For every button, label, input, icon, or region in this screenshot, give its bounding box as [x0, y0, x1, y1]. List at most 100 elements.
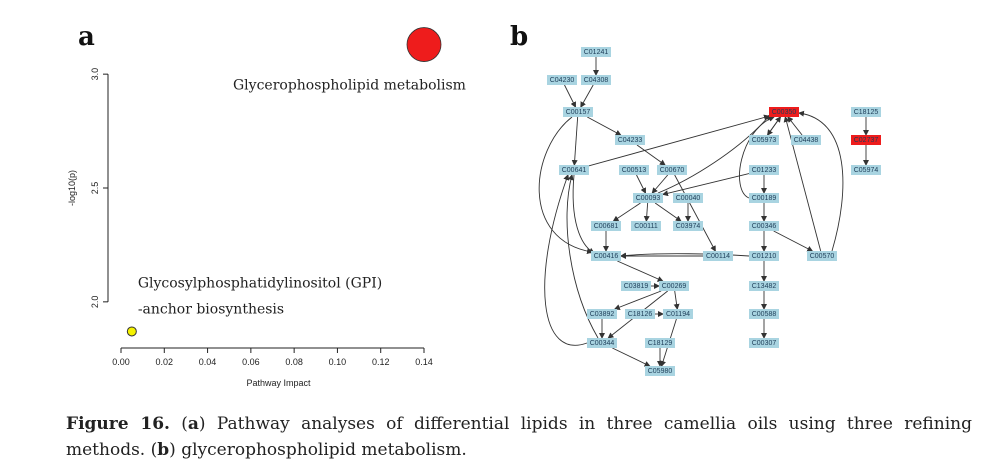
node-box — [587, 309, 617, 319]
network-edge-curved — [566, 174, 599, 339]
node-box — [625, 309, 655, 319]
node-label: C03974 — [676, 223, 701, 230]
x-axis-title: Pathway Impact — [246, 378, 311, 388]
point-label: -anchor biosynthesis — [138, 301, 284, 317]
node-box — [581, 75, 611, 85]
node-box — [791, 135, 821, 145]
network-edge — [612, 202, 641, 222]
compound-node-c13482: C13482 — [749, 281, 779, 291]
x-tick-label: 0.00 — [112, 357, 130, 367]
compound-node-c18126: C18126 — [625, 309, 655, 319]
network-edge — [571, 116, 579, 166]
compound-node-c00040: C00040 — [673, 193, 703, 203]
compound-node-c18125: C18125 — [851, 107, 881, 117]
node-box — [749, 165, 779, 175]
node-label: C00157 — [566, 109, 591, 116]
node-box — [749, 309, 779, 319]
node-box — [769, 107, 799, 117]
network-edge — [613, 290, 662, 310]
network-edge — [564, 84, 576, 108]
compound-node-c00344: C00344 — [587, 338, 617, 348]
node-box — [807, 251, 837, 261]
node-label: C00307 — [752, 340, 777, 347]
network-edge-curved — [798, 110, 844, 252]
x-tick-label: 0.04 — [199, 357, 217, 367]
compound-node-c05973: C05973 — [749, 135, 779, 145]
node-box — [615, 135, 645, 145]
node-label: C00416 — [594, 253, 619, 260]
node-box — [673, 193, 703, 203]
node-box — [657, 165, 687, 175]
network-edge — [636, 144, 666, 166]
compound-node-c01210: C01210 — [749, 251, 779, 261]
compound-node-c00670: C00670 — [657, 165, 687, 175]
compound-node-c00111: C00111 — [631, 221, 661, 231]
network-edge — [643, 202, 650, 222]
node-label: C02737 — [854, 137, 879, 144]
compound-node-c00093: C00093 — [633, 193, 663, 203]
node-box — [581, 47, 611, 57]
node-label: C00189 — [752, 195, 777, 202]
node-label: C05973 — [752, 137, 777, 144]
panel-b-letter: b — [510, 22, 529, 52]
node-label: C04230 — [550, 77, 575, 84]
network-edge-curved — [538, 116, 593, 255]
x-tick-label: 0.02 — [156, 357, 174, 367]
compound-node-c03819: C03819 — [621, 281, 651, 291]
point-label: Glycerophospholipid metabolism — [233, 78, 466, 94]
node-box — [749, 338, 779, 348]
node-box — [563, 107, 593, 117]
node-label: C18125 — [854, 109, 879, 116]
node-box — [633, 193, 663, 203]
node-box — [749, 193, 779, 203]
compound-node-c00114: C00114 — [703, 251, 733, 261]
network-edge — [612, 347, 651, 367]
node-box — [749, 281, 779, 291]
node-box — [659, 281, 689, 291]
node-label: C13482 — [752, 283, 777, 290]
node-box — [547, 75, 577, 85]
network-edge — [662, 173, 750, 197]
compound-node-c00641: C00641 — [559, 165, 589, 175]
node-box — [851, 165, 881, 175]
node-box — [663, 309, 693, 319]
y-tick-label: 2.0 — [90, 296, 100, 309]
node-label: C00641 — [562, 167, 587, 174]
network-edge-curved — [620, 252, 750, 259]
node-label: C04438 — [794, 137, 819, 144]
node-label: C01241 — [584, 49, 609, 56]
node-label: C00670 — [660, 167, 685, 174]
node-label: C00111 — [634, 223, 658, 230]
node-label: C04308 — [584, 77, 609, 84]
network-edge — [787, 116, 803, 136]
node-box — [749, 251, 779, 261]
node-label: C18129 — [648, 340, 673, 347]
network-edge-curved — [739, 115, 775, 199]
compound-node-c02737: C02737 — [851, 135, 881, 145]
point-label: Glycosylphosphatidylinositol (GPI) — [138, 275, 382, 291]
node-box — [749, 135, 779, 145]
compound-node-c00681: C00681 — [591, 221, 621, 231]
node-box — [851, 107, 881, 117]
node-box — [703, 251, 733, 261]
compound-node-c01233: C01233 — [749, 165, 779, 175]
network-edge — [673, 290, 680, 310]
compound-node-c18129: C18129 — [645, 338, 675, 348]
network-edge — [587, 116, 622, 136]
caption-part-a-text: Pathway analyses of differential lipids … — [66, 414, 972, 460]
compound-node-c00513: C00513 — [619, 165, 649, 175]
figure-caption: Figure 16. (a) Pathway analyses of diffe… — [66, 414, 972, 460]
gpi-anchor-point — [126, 326, 137, 337]
node-label: C05980 — [648, 368, 673, 375]
node-label: C00040 — [676, 195, 701, 202]
node-label: C00513 — [622, 167, 647, 174]
node-label: C00350 — [772, 109, 797, 116]
compound-node-c04230: C04230 — [547, 75, 577, 85]
compound-node-c05980: C05980 — [645, 366, 675, 376]
y-tick-label: 2.5 — [90, 182, 100, 195]
network-edge — [674, 174, 716, 252]
node-label: C01233 — [752, 167, 777, 174]
node-label: C00269 — [662, 283, 687, 290]
network-edge — [767, 116, 782, 136]
